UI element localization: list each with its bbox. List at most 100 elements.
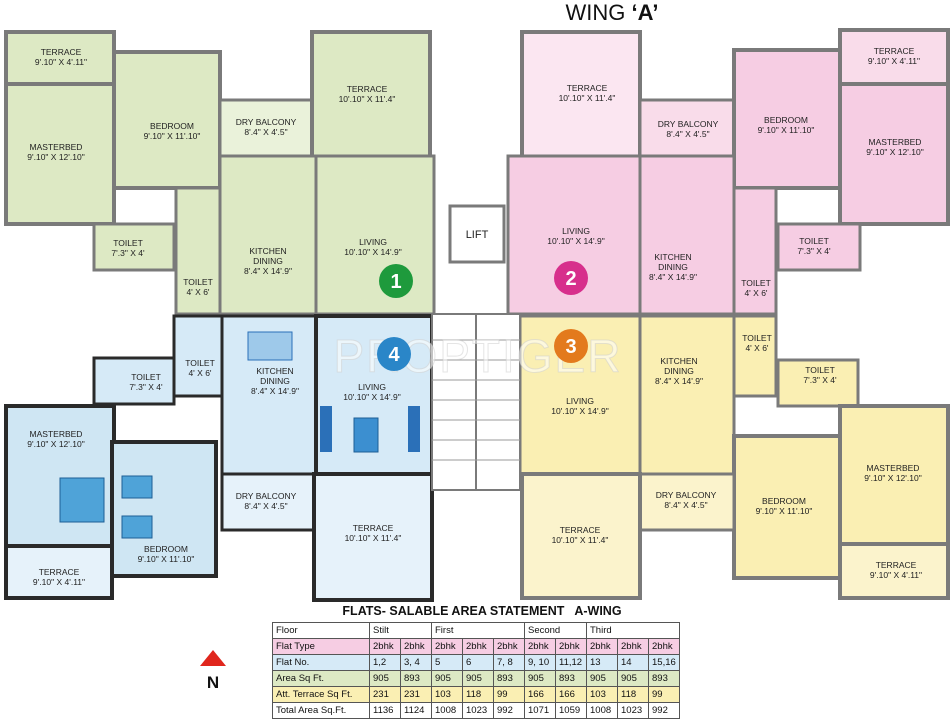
sofa-furniture [408,406,420,452]
table-cell: 99 [493,686,525,703]
table-cell: Second [524,622,587,639]
room-dim: 9'.10" X 12'.10" [27,439,85,449]
room-dim: 9'.10" X 11'.10" [758,125,815,135]
room-dim: 8'.4" X 4'.5" [664,500,707,510]
dining-table [247,331,293,361]
room-dry-balcony [638,472,736,532]
room-dim: 4' X 6' [186,287,209,297]
table-cell: 905 [431,670,463,687]
room-dim: 4' X 6' [745,343,768,353]
table-cell: 1124 [400,702,432,719]
room-name: TERRACE [876,560,917,570]
room-name: LIVING [358,382,386,392]
table-row: Att. Terrace Sq Ft. 231 231 103 118 99 1… [272,686,680,703]
table-cell: 893 [555,670,587,687]
room-dim: 7'.3" X 4' [111,248,145,258]
flat-2 [506,28,950,316]
flat-badge-1 [379,264,413,298]
table-cell: Area Sq Ft. [272,670,370,687]
table-cell: 11,12 [555,654,587,671]
table-row: Floor Stilt First Second Third [272,622,680,639]
room-dim: 9'.10" X 12'.10" [864,473,922,483]
room-dim: 9'.10" X 11'.10" [144,131,201,141]
table-cell: 905 [586,670,618,687]
table-cell: 905 [462,670,494,687]
room-name: TERRACE [41,47,82,57]
lift-label: LIFT [466,229,489,241]
stair-core [431,204,521,491]
table-row: Flat No. 1,2 3, 4 5 6 7, 8 9, 10 11,12 1… [272,654,680,671]
table-cell: Stilt [369,622,432,639]
room-dim: 9'.10" X 4'.11" [35,57,87,67]
room-terrace [520,472,642,600]
room-toilet [776,358,860,408]
table-cell: 992 [648,702,680,719]
flat-badge-3 [554,329,588,363]
room-name: DINING [658,262,688,272]
room-name: MASTERBED [30,429,83,439]
room-bedroom [112,50,222,190]
area-statement-table: Floor Stilt First Second Third Flat Type… [272,622,680,719]
table-cell: 1008 [586,702,618,719]
lift-shaft [448,204,506,264]
north-label: N [206,673,220,692]
room-name: TERRACE [353,523,394,533]
table-cell: 2bhk [431,638,463,655]
room-name: TOILET [799,236,829,246]
table-cell: 9, 10 [524,654,556,671]
room-kitchen-dining [638,154,736,316]
room-dim: 10'.10" X 11'.4" [339,94,396,104]
room-name: TOILET [183,277,213,287]
room-name: TOILET [805,365,835,375]
table-cell: 1,2 [369,654,401,671]
room-toilet [92,222,176,272]
table-cell: 118 [617,686,649,703]
room-name: TOILET [131,372,161,382]
room-toilet [732,186,778,316]
flat-badge-3-label: 3 [565,336,576,358]
table-cell: Flat Type [272,638,370,655]
table-cell: Total Area Sq.Ft. [272,702,370,719]
room-dim: 8'.4" X 4'.5" [244,501,287,511]
flat-badge-1-label: 1 [390,271,401,293]
room-name: DRY BALCONY [236,491,297,501]
room-terrace [312,472,434,602]
table-cell: 166 [555,686,587,703]
room-toilet [732,314,778,398]
room-dim: 7'.3" X 4' [803,375,837,385]
room-bedroom [732,48,842,190]
table-cell: 15,16 [648,654,680,671]
table-cell: 2bhk [369,638,401,655]
table-cell: 2bhk [400,638,432,655]
table-cell: 1008 [431,702,463,719]
table-row: Area Sq Ft. 905 893 905 905 893 905 893 … [272,670,680,687]
table-cell: 166 [524,686,556,703]
table-cell: 118 [462,686,494,703]
table-cell: Flat No. [272,654,370,671]
room-name: MASTERBED [30,142,83,152]
table-cell: 231 [400,686,432,703]
room-name: BEDROOM [150,121,194,131]
room-dim: 8'.4" X 14'.9" [244,266,292,276]
table-cell: 6 [462,654,494,671]
flat-badge-4-label: 4 [388,344,400,366]
room-dim: 4' X 6' [744,288,767,298]
room-dim: 8'.4" X 14'.9" [649,272,697,282]
room-dim: 10'.10" X 11'.4" [345,533,402,543]
room-name: LIVING [359,237,387,247]
table-cell: 103 [586,686,618,703]
room-dim: 9'.10" X 4'.11" [868,56,920,66]
room-name: TERRACE [39,567,80,577]
room-name: TOILET [741,278,771,288]
table-cell: 99 [648,686,680,703]
room-name: KITCHEN [256,366,293,376]
table-cell: 905 [617,670,649,687]
table-cell: 2bhk [493,638,525,655]
table-cell: Att. Terrace Sq Ft. [272,686,370,703]
table-cell: 905 [369,670,401,687]
room-dim: 8'.4" X 14'.9" [251,386,299,396]
table-cell: 2bhk [524,638,556,655]
room-dim: 10'.10" X 11'.4" [552,535,609,545]
room-dim: 10'.10" X 14'.9" [551,406,609,416]
